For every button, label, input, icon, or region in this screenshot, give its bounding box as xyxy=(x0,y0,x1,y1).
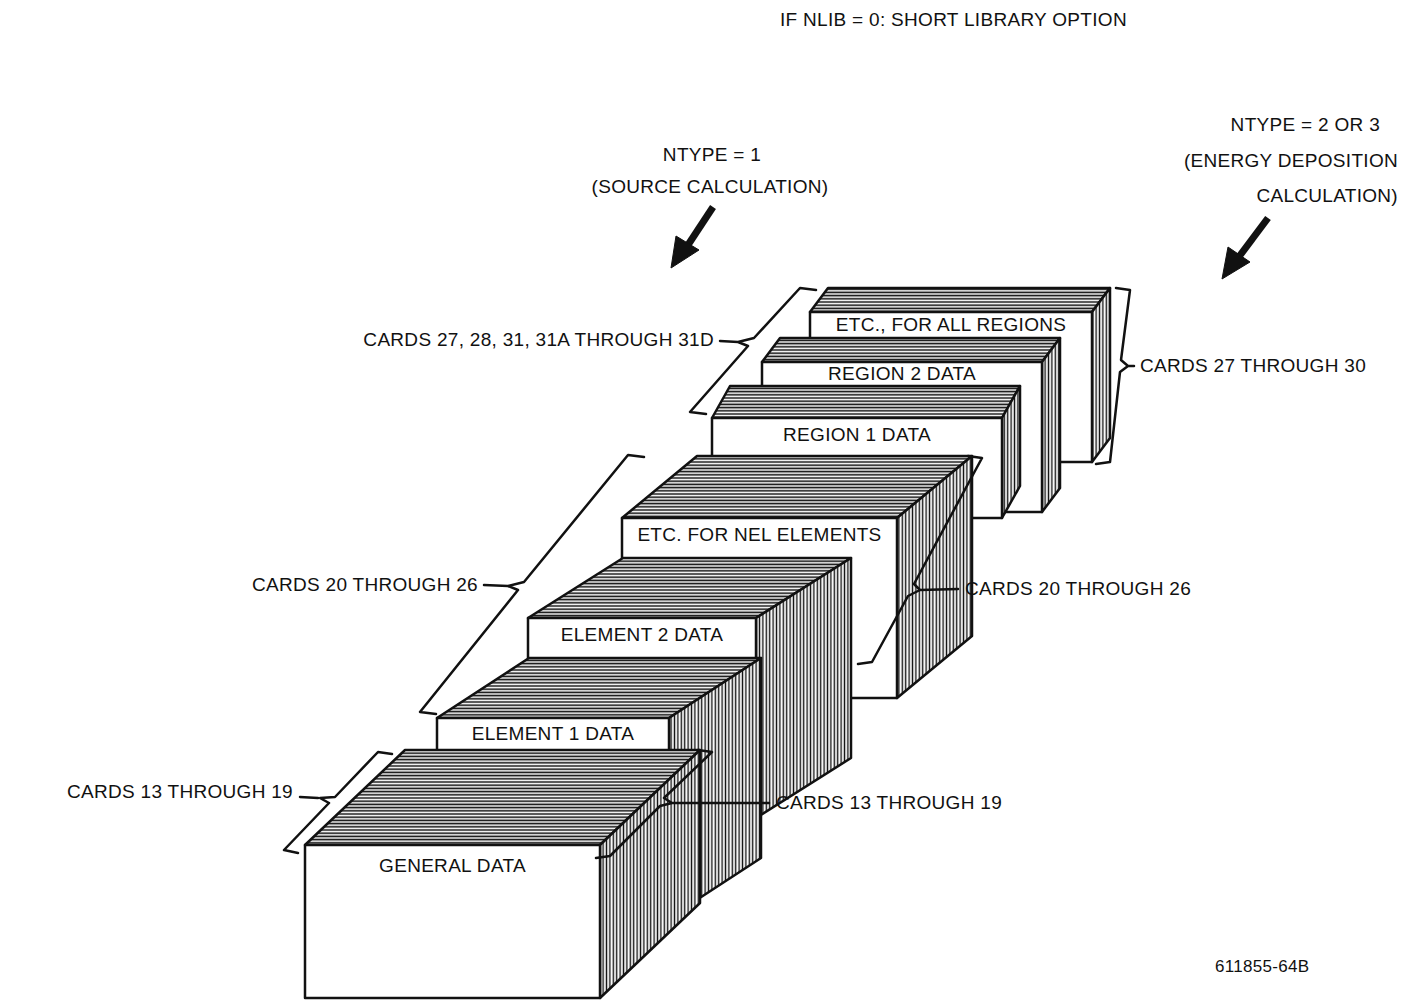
card-deck-label: ELEMENT 2 DATA xyxy=(528,618,756,652)
deck-side xyxy=(897,456,972,698)
text-label: NTYPE = 1 xyxy=(663,143,761,167)
deck-title: ELEMENT 1 DATA xyxy=(472,723,635,750)
deck-title: GENERAL DATA xyxy=(379,855,526,998)
arrow-shaft xyxy=(686,207,713,248)
deck-top xyxy=(762,338,1060,362)
arrow-head xyxy=(1222,247,1250,279)
deck-top xyxy=(810,288,1110,312)
deck-side xyxy=(756,558,851,818)
deck-title: REGION 1 DATA xyxy=(783,424,931,452)
card-deck-label: ETC. FOR NEL ELEMENTS xyxy=(622,518,897,552)
bracket xyxy=(858,456,982,664)
deck-side xyxy=(1002,386,1020,518)
deck-top xyxy=(712,386,1020,418)
card-deck-label: ETC., FOR ALL REGIONS xyxy=(810,312,1092,338)
text-label: 611855-64B xyxy=(1215,955,1309,979)
text-label: CARDS 27, 28, 31, 31A THROUGH 31D xyxy=(363,328,714,352)
bracket xyxy=(1096,288,1134,464)
text-label: (ENERGY DEPOSITION CALCULATION) xyxy=(1130,143,1398,213)
deck-side xyxy=(1092,288,1110,462)
deck-front xyxy=(305,845,600,998)
deck-title: REGION 2 DATA xyxy=(828,363,976,386)
deck-title: ELEMENT 2 DATA xyxy=(561,624,724,652)
card-deck-label: REGION 1 DATA xyxy=(712,418,1002,452)
arrow-head xyxy=(671,236,699,268)
text-label: CARDS 20 THROUGH 26 xyxy=(965,577,1191,601)
bracket xyxy=(690,288,816,414)
card-deck-label: ELEMENT 1 DATA xyxy=(437,718,669,750)
text-label: NTYPE = 2 OR 3 xyxy=(1231,113,1380,137)
text-label: CARDS 13 THROUGH 19 xyxy=(67,780,293,804)
text-label: (SOURCE CALCULATION) xyxy=(592,175,829,199)
bracket xyxy=(284,752,392,853)
arrow-shaft xyxy=(1238,218,1268,258)
deck-general xyxy=(305,750,700,998)
deck-title: ETC., FOR ALL REGIONS xyxy=(836,314,1066,338)
card-deck-label: GENERAL DATA xyxy=(305,845,600,998)
card-deck-label: REGION 2 DATA xyxy=(762,362,1042,386)
bracket xyxy=(596,750,769,858)
deck-title: ETC. FOR NEL ELEMENTS xyxy=(637,524,881,552)
deck-side xyxy=(600,750,700,998)
deck-side xyxy=(1042,338,1060,512)
text-label: CARDS 20 THROUGH 26 xyxy=(252,573,478,597)
text-label: CARDS 27 THROUGH 30 xyxy=(1140,354,1366,378)
text-label: CARDS 13 THROUGH 19 xyxy=(776,791,1002,815)
diagram-title: IF NLIB = 0: SHORT LIBRARY OPTION xyxy=(780,8,1127,32)
